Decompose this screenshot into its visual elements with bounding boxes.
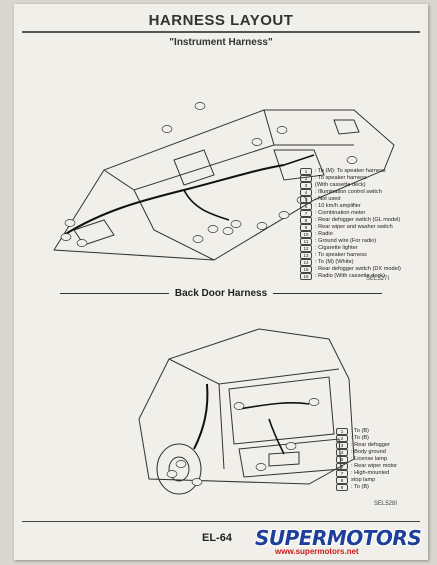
instrument-figure-code: SEL527I [366, 276, 390, 282]
legend-item: 6: 10 km/h amplifier [300, 203, 401, 210]
legend-item: 1: To (M): To speaker harness [300, 168, 401, 175]
legend-item: 11: Ground wire (For radio) [300, 238, 401, 245]
footer-rule [22, 521, 420, 522]
legend-item: 6: Rear wiper motor [336, 463, 397, 470]
logo-url: www.supermotors.net [275, 547, 359, 556]
legend-item: 7: Combination meter [300, 210, 401, 217]
page-title: HARNESS LAYOUT [148, 12, 294, 29]
legend-item: 3(With cassette deck) [300, 182, 401, 189]
legend-item: 8: Rear defogger switch (GL model) [300, 217, 401, 224]
legend-item: 2: To speaker harness [300, 175, 401, 182]
logo-brand: SUPERMOTORS [255, 526, 422, 550]
back-door-section-heading: Back Door Harness [54, 288, 388, 299]
legend-item: 16: Radio (With cassette deck) [300, 273, 401, 280]
heading-rule-left [60, 293, 169, 294]
legend-item: 10: Radio [300, 231, 401, 238]
legend-item: 15: Rear defogger switch (DX model) [300, 266, 401, 273]
legend-item: 13: To speaker harness [300, 252, 401, 259]
back-door-harness-diagram [138, 328, 355, 495]
back-door-heading-text: Back Door Harness [174, 288, 268, 299]
title-rule [22, 31, 420, 33]
legend-item: 1: To (B) [336, 428, 397, 435]
instrument-legend: 1: To (M): To speaker harness 2: To spea… [300, 168, 401, 280]
instrument-harness-diagram [53, 102, 395, 261]
legend-item: 3: Rear defogger [336, 442, 397, 449]
legend-item: 2: To (B) [336, 435, 397, 442]
back-door-figure-code: SEL528I [374, 501, 398, 507]
legend-item: 12: Cigarette lighter [300, 245, 401, 252]
document-page: HARNESS LAYOUT "Instrument Harness" [14, 4, 428, 560]
page-number: EL-64 [202, 532, 232, 544]
legend-item: 5: License lamp [336, 456, 397, 463]
legend-item: 9: To (B) [336, 484, 397, 491]
heading-rule-right [273, 293, 383, 294]
legend-item: 14: To (M) (White) [300, 259, 401, 266]
legend-item: 4: Illumination control switch [300, 189, 401, 196]
legend-item: 5: Not used [300, 196, 401, 203]
legend-item: 4: Body ground [336, 449, 397, 456]
page-subtitle: "Instrument Harness" [169, 37, 273, 48]
back-door-legend: 1: To (B) 2: To (B) 3: Rear defogger 4: … [336, 428, 397, 491]
legend-item: 9: Rear wiper and washer switch [300, 224, 401, 231]
supermotors-logo: SUPERMOTORS www.supermotors.net [255, 526, 435, 562]
legend-item: 7: High-mounted [336, 470, 397, 477]
